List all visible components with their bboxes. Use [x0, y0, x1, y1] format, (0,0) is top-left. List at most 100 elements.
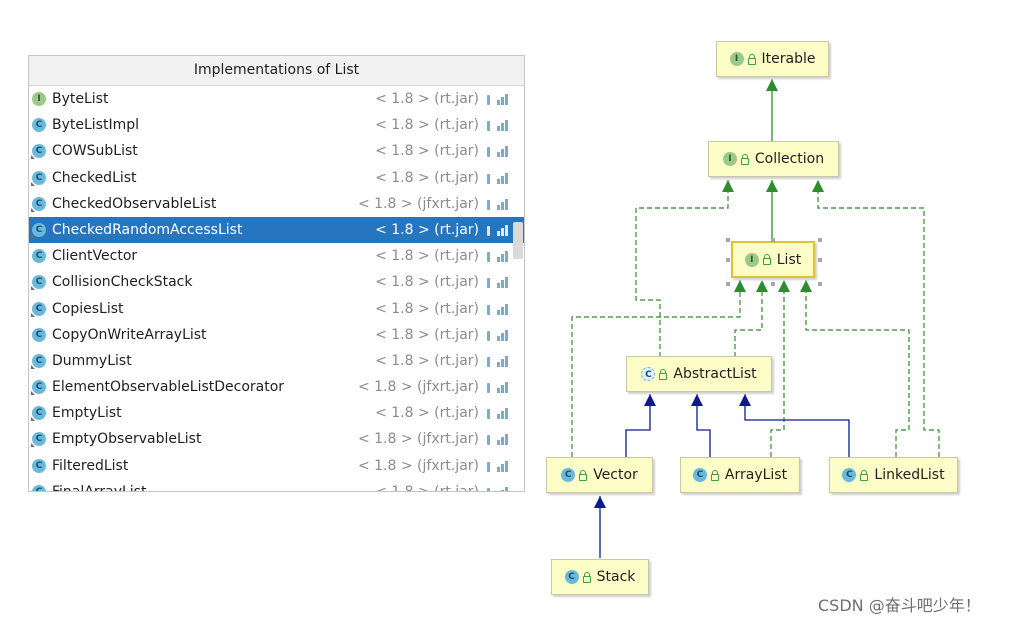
edge-arraylist-to-abstractlist — [691, 394, 711, 457]
library-icon — [487, 381, 508, 394]
node-label: List — [776, 251, 802, 268]
node-label: Vector — [593, 467, 638, 483]
class-icon: C — [32, 327, 46, 342]
edge-vector-to-list — [571, 280, 746, 457]
interface-icon: I — [729, 52, 744, 66]
selection-handle[interactable] — [771, 282, 775, 286]
node-abstractlist[interactable]: C AbstractList — [626, 356, 772, 392]
selection-handle[interactable] — [726, 238, 730, 242]
class-icon: C — [32, 458, 46, 473]
item-name: EmptyList — [52, 405, 122, 422]
public-lock-icon — [747, 53, 756, 65]
library-icon — [487, 355, 508, 367]
node-collection[interactable]: I Collection — [708, 141, 839, 177]
class-icon: C — [31, 144, 46, 160]
node-stack[interactable]: C Stack — [551, 559, 649, 595]
node-label: Stack — [596, 569, 636, 585]
item-source: < 1.8 > (rt.jar) — [375, 169, 479, 186]
selection-handle[interactable] — [726, 258, 730, 262]
popup-title: Implementations of List — [29, 56, 524, 86]
library-icon — [487, 250, 508, 263]
item-name: CollisionCheckStack — [52, 274, 193, 291]
node-label: LinkedList — [874, 467, 945, 483]
library-icon — [487, 119, 508, 132]
list-item[interactable]: C COWSubList < 1.8 > (rt.jar) — [29, 138, 524, 164]
public-lock-icon — [860, 469, 869, 481]
edge-abstractlist-to-collection — [635, 180, 734, 357]
class-icon: C — [842, 468, 857, 482]
item-source: < 1.8 > (rt.jar) — [375, 483, 479, 492]
item-name: CheckedRandomAccessList — [52, 221, 243, 238]
edge-arraylist-to-list — [770, 280, 790, 457]
abstract-class-icon: C — [641, 367, 656, 381]
node-label: Collection — [754, 151, 825, 167]
public-lock-icon — [582, 571, 591, 583]
item-source: < 1.8 > (rt.jar) — [375, 352, 479, 369]
library-icon — [487, 433, 508, 446]
node-arraylist[interactable]: C ArrayList — [680, 457, 800, 493]
class-icon: C — [31, 170, 46, 186]
class-icon: C — [32, 118, 46, 133]
item-source: < 1.8 > (jfxrt.jar) — [357, 195, 479, 212]
edge-vector-to-abstractlist — [625, 394, 656, 457]
library-icon — [487, 224, 508, 236]
edge-linkedlist-to-list — [800, 280, 910, 457]
node-label: ArrayList — [724, 467, 788, 483]
item-source: < 1.8 > (rt.jar) — [375, 274, 479, 291]
item-name: ClientVector — [52, 248, 138, 265]
selection-handle[interactable] — [818, 282, 822, 286]
public-lock-icon — [579, 469, 588, 481]
interface-icon: I — [32, 92, 46, 106]
selection-handle[interactable] — [818, 258, 822, 262]
class-icon: C — [31, 222, 46, 238]
node-iterable[interactable]: I Iterable — [716, 41, 829, 77]
watermark: CSDN @奋斗吧少年！ — [818, 596, 981, 615]
item-name: FilteredList — [52, 457, 129, 474]
class-icon: C — [564, 570, 579, 584]
item-name: COWSubList — [52, 143, 138, 160]
item-source: < 1.8 > (rt.jar) — [375, 117, 479, 134]
library-icon — [487, 407, 508, 420]
list-item[interactable]: C FilteredList < 1.8 > (jfxrt.jar) — [29, 453, 524, 479]
item-source: < 1.8 > (jfxrt.jar) — [357, 379, 479, 396]
item-name: ByteList — [52, 91, 109, 107]
item-source: < 1.8 > (rt.jar) — [375, 143, 479, 160]
node-label: AbstractList — [673, 366, 757, 382]
interface-icon: I — [744, 252, 759, 267]
interface-icon: I — [722, 152, 737, 166]
node-list[interactable]: I List — [731, 241, 815, 278]
class-icon: C — [561, 468, 576, 482]
library-icon — [487, 172, 508, 184]
class-icon: C — [31, 353, 46, 369]
library-icon — [487, 329, 508, 341]
popup-scrollbar[interactable] — [513, 222, 523, 259]
node-linkedlist[interactable]: C LinkedList — [829, 457, 958, 493]
edge-abstractlist-to-list — [734, 280, 768, 357]
selection-handle[interactable] — [818, 238, 822, 242]
node-vector[interactable]: C Vector — [546, 457, 653, 493]
node-label: Iterable — [761, 51, 816, 67]
item-source: < 1.8 > (jfxrt.jar) — [357, 457, 479, 474]
library-icon — [487, 486, 508, 491]
selection-handle[interactable] — [771, 238, 775, 242]
class-icon: C — [31, 196, 46, 212]
item-name: FinalArrayList — [52, 483, 147, 492]
selection-handle[interactable] — [726, 282, 730, 286]
public-lock-icon — [659, 368, 668, 380]
public-lock-icon — [762, 254, 771, 265]
